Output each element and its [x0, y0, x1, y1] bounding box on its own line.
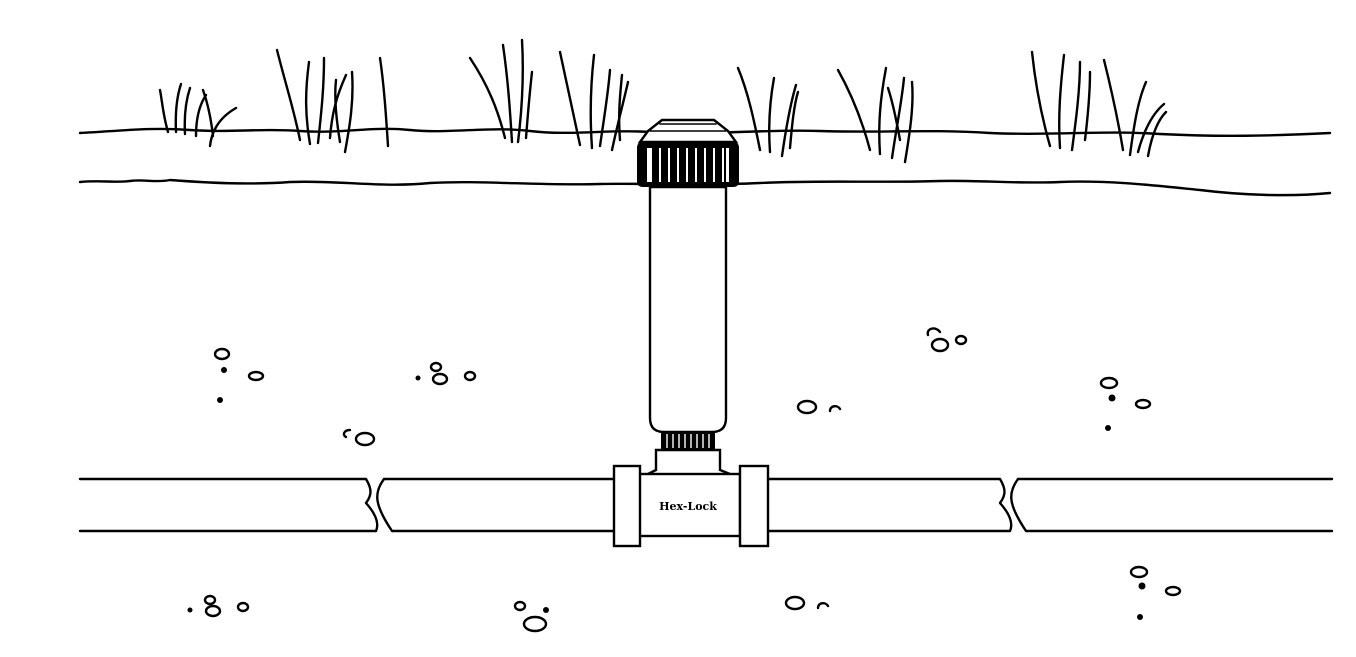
tee-fitting-left-hub [612, 464, 642, 548]
ground-surface-line [78, 127, 1332, 138]
supply-pipe [78, 477, 1334, 533]
tee-fitting-center [636, 472, 742, 538]
sprinkler-head [637, 118, 739, 450]
soil-layer-line [78, 178, 1332, 197]
tee-fitting: Hex-Lock [612, 448, 770, 548]
tee-fitting-right-hub [738, 464, 770, 548]
sprinkler-body [648, 185, 728, 434]
soil-pebbles [187, 327, 1182, 633]
fitting-brand-label: Hex-Lock [659, 500, 717, 513]
sprinkler-thread [661, 432, 715, 450]
grass-tufts [158, 38, 1168, 164]
